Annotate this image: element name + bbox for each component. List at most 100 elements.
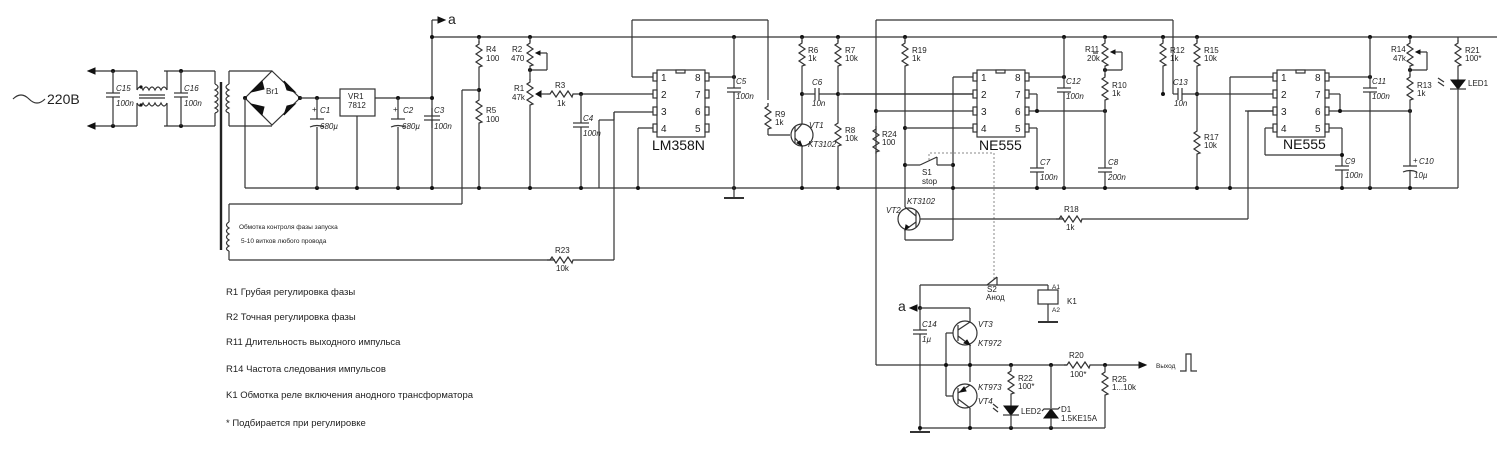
- c2-ref: C2: [403, 106, 414, 115]
- ic-pin-number: 5: [1015, 124, 1021, 135]
- ic-pin-number: 5: [695, 124, 701, 135]
- led1: LED1: [1437, 77, 1489, 90]
- svg-text:100n: 100n: [1040, 173, 1058, 182]
- bridge-rectifier: Br1: [243, 70, 302, 188]
- ic-pin: [704, 72, 710, 82]
- ic-pin-number: 4: [981, 124, 987, 135]
- ic-pin-number: 7: [695, 90, 701, 101]
- svg-text:100n: 100n: [1066, 92, 1084, 101]
- ic-pin: [1024, 106, 1030, 116]
- svg-text:R20: R20: [1069, 351, 1084, 360]
- c16-value: 100n: [184, 99, 202, 108]
- svg-text:C12: C12: [1066, 77, 1081, 86]
- ac-wave-icon: [12, 94, 46, 104]
- svg-text:+: +: [1413, 156, 1418, 165]
- svg-text:R24: R24: [882, 130, 897, 139]
- svg-text:10n: 10n: [1174, 99, 1188, 108]
- net-label-a: a: [898, 298, 906, 314]
- svg-text:R14: R14: [1391, 45, 1406, 54]
- svg-text:R15: R15: [1204, 46, 1219, 55]
- ic-pin: [1272, 123, 1278, 133]
- svg-text:R4: R4: [486, 45, 497, 54]
- svg-text:100n: 100n: [1372, 92, 1390, 101]
- ic-pin-number: 3: [661, 107, 667, 118]
- svg-text:K1 Обмотка реле включения анод: K1 Обмотка реле включения анодного транс…: [226, 390, 474, 401]
- svg-text:C5: C5: [736, 77, 747, 86]
- mains-voltage-label: 220В: [47, 91, 80, 107]
- svg-text:10k: 10k: [1204, 54, 1218, 63]
- svg-text:C3: C3: [434, 106, 445, 115]
- svg-text:R2: R2: [512, 45, 523, 54]
- svg-text:VT3: VT3: [978, 320, 993, 329]
- ic-pin: [704, 106, 710, 116]
- svg-text:100n: 100n: [1345, 171, 1363, 180]
- svg-text:C10: C10: [1419, 157, 1434, 166]
- svg-text:1µ: 1µ: [922, 335, 931, 344]
- ic-pin-number: 8: [1315, 73, 1321, 84]
- svg-text:1.5KE15A: 1.5KE15A: [1061, 414, 1098, 423]
- ic-pin: [1024, 72, 1030, 82]
- svg-text:R18: R18: [1064, 205, 1079, 214]
- ic-pin: [972, 72, 978, 82]
- c2-value: 680µ: [402, 122, 420, 131]
- svg-text:VT4: VT4: [978, 397, 993, 406]
- svg-text:R5: R5: [486, 106, 497, 115]
- svg-text:VT1: VT1: [809, 121, 824, 130]
- ic-pin-number: 6: [1315, 107, 1321, 118]
- mains-input: 220В: [12, 91, 80, 107]
- ic-pin-number: 6: [695, 107, 701, 118]
- notes: R1 Грубая регулировка фазы R2 Точная рег…: [226, 287, 474, 429]
- svg-text:1k: 1k: [557, 99, 566, 108]
- ic-pin-number: 1: [1281, 73, 1287, 84]
- svg-text:1k: 1k: [1112, 89, 1121, 98]
- arrow-icon: [86, 122, 96, 130]
- svg-text:R21: R21: [1465, 46, 1480, 55]
- svg-text:KT3102: KT3102: [907, 197, 936, 206]
- svg-text:10k: 10k: [845, 134, 859, 143]
- svg-text:R9: R9: [775, 110, 786, 119]
- svg-text:S1: S1: [922, 168, 932, 177]
- svg-text:100: 100: [486, 54, 500, 63]
- ic-pin-number: 4: [661, 124, 667, 135]
- c1-value: 680µ: [320, 122, 338, 131]
- svg-text:R22: R22: [1018, 374, 1033, 383]
- c1-ref: C1: [320, 106, 330, 115]
- svg-text:100n: 100n: [434, 122, 452, 131]
- ic-pin: [704, 123, 710, 133]
- ic-pin: [704, 89, 710, 99]
- ic-pin-number: 2: [1281, 90, 1287, 101]
- ic-pin-number: 8: [695, 73, 701, 84]
- svg-text:R10: R10: [1112, 81, 1127, 90]
- svg-text:C14: C14: [922, 320, 937, 329]
- arrow-icon: [908, 304, 918, 312]
- svg-text:R11 Длительность выходного имп: R11 Длительность выходного импульса: [226, 337, 401, 348]
- svg-text:* Подбирается при регулировке: * Подбирается при регулировке: [226, 418, 366, 429]
- svg-text:10µ: 10µ: [1414, 171, 1428, 180]
- ic-pin: [1324, 89, 1330, 99]
- svg-text:10n: 10n: [812, 99, 826, 108]
- svg-text:47k: 47k: [1393, 54, 1407, 63]
- ic-ne555-1: NE555: [976, 69, 1026, 153]
- ic-pin-number: 2: [981, 90, 987, 101]
- led2: LED2: [992, 403, 1042, 416]
- ic-pin-number: 7: [1015, 90, 1021, 101]
- ic-pin-number: 2: [661, 90, 667, 101]
- svg-text:KT973: KT973: [978, 383, 1002, 392]
- ic-pin: [1272, 89, 1278, 99]
- svg-text:R3: R3: [555, 81, 566, 90]
- ic-pin-number: 5: [1315, 124, 1321, 135]
- ic-pin: [652, 123, 658, 133]
- svg-text:VT2: VT2: [886, 206, 901, 215]
- c15-ref: C15: [116, 84, 131, 93]
- svg-text:C8: C8: [1108, 158, 1119, 167]
- svg-text:D1: D1: [1061, 405, 1072, 414]
- svg-text:LED2: LED2: [1021, 407, 1042, 416]
- net-label-a: a: [448, 11, 456, 27]
- ic-pin: [1324, 72, 1330, 82]
- ic-pin-number: 3: [1281, 107, 1287, 118]
- svg-text:100n: 100n: [736, 92, 754, 101]
- svg-text:+: +: [312, 105, 317, 114]
- ic-pin: [1324, 123, 1330, 133]
- svg-text:100: 100: [486, 115, 500, 124]
